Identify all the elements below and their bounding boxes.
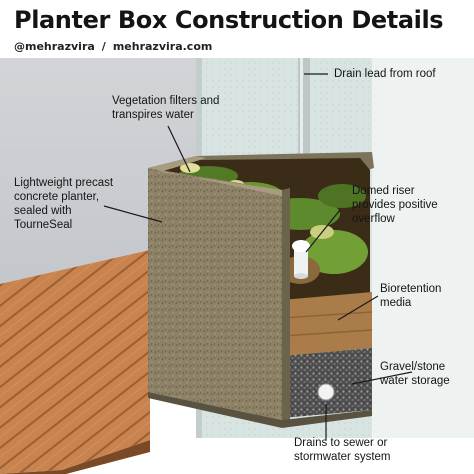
planter-box xyxy=(148,152,374,428)
drain-outlet xyxy=(317,383,335,401)
bioretention-media xyxy=(282,292,372,356)
leader-riser xyxy=(305,209,341,253)
label-gravel: Gravel/stone water storage xyxy=(380,361,450,387)
label-drain-lead: Drain lead from roof xyxy=(334,68,436,80)
page-title: Planter Box Construction Details xyxy=(14,6,444,34)
label-planter: Lightweight precast concrete planter, se… xyxy=(14,177,114,231)
leader-gravel xyxy=(351,371,413,385)
concrete-end-wall xyxy=(282,188,290,420)
author-handle: @mehrazvira xyxy=(14,40,95,53)
label-bioretention: Bioretention media xyxy=(380,283,442,309)
leader-lines xyxy=(103,73,413,440)
leader-planter xyxy=(103,205,163,223)
leader-bioretention xyxy=(337,295,379,321)
concrete-top-rim xyxy=(148,156,282,196)
label-riser: Domed riser provides positive overflow xyxy=(352,185,438,225)
domed-riser xyxy=(292,240,310,279)
author-site: mehrazvira.com xyxy=(112,40,213,53)
label-vegetation: Vegetation filters and transpires water xyxy=(112,95,220,121)
deck-floor xyxy=(0,250,150,474)
planter-base xyxy=(148,392,372,428)
concrete-front-wall xyxy=(148,168,282,420)
gravel-storage xyxy=(282,348,372,418)
label-drains: Drains to sewer or stormwater system xyxy=(294,437,391,463)
leader-vegetation xyxy=(167,125,191,173)
credit-separator: / xyxy=(101,40,106,53)
planter-illustration xyxy=(0,58,474,474)
deck-edge xyxy=(0,440,150,474)
credit-line: @mehrazvira / mehrazvira.com xyxy=(14,40,212,53)
media-grain xyxy=(281,311,373,337)
